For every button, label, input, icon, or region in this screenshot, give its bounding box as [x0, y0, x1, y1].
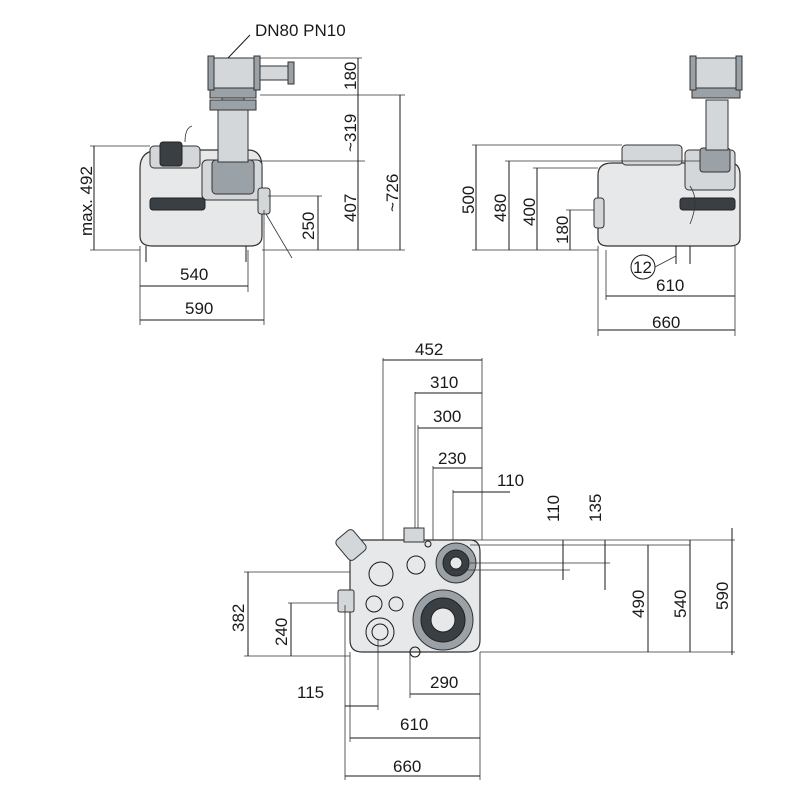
dim-310: 310 [430, 373, 458, 392]
dim-452: 452 [415, 340, 443, 359]
dim-610-plan: 610 [400, 715, 428, 734]
dim-407: 407 [341, 194, 360, 222]
dim-610-side: 610 [656, 276, 684, 295]
dim-590-plan: 590 [713, 582, 732, 610]
dim-319: ~319 [341, 114, 360, 152]
dim-490: 490 [629, 590, 648, 618]
dim-110-h: 110 [497, 471, 524, 490]
dim-290: 290 [430, 673, 458, 692]
front-view: DN80 PN10 180 ~319 ~726 max. 492 407 250… [77, 21, 405, 325]
dim-110-v: 110 [544, 495, 563, 522]
dim-660-plan: 660 [393, 757, 421, 776]
dim-180-top: 180 [341, 62, 360, 90]
dim-382: 382 [229, 604, 248, 632]
dim-135: 135 [586, 494, 605, 522]
plan-view: 452 310 300 230 110 110 135 490 540 590 … [229, 340, 735, 780]
dim-540-front: 540 [180, 265, 208, 284]
dim-540-plan: 540 [671, 590, 690, 618]
dim-115: 115 [297, 683, 324, 702]
dim-500: 500 [459, 186, 478, 214]
dim-400: 400 [520, 198, 539, 226]
dim-726: ~726 [383, 174, 402, 212]
dim-492: max. 492 [77, 166, 96, 236]
dim-230: 230 [438, 449, 466, 468]
item-12-label: 12 [633, 258, 652, 277]
flange-label: DN80 PN10 [255, 21, 346, 40]
dim-240: 240 [272, 618, 291, 646]
side-view: 500 480 400 180 12 610 660 [459, 55, 743, 336]
dim-480: 480 [491, 194, 510, 222]
dim-590-front: 590 [185, 299, 213, 318]
dim-660-side: 660 [652, 313, 680, 332]
dim-300: 300 [433, 407, 461, 426]
dim-250: 250 [299, 212, 318, 240]
dim-180-side: 180 [553, 216, 572, 244]
